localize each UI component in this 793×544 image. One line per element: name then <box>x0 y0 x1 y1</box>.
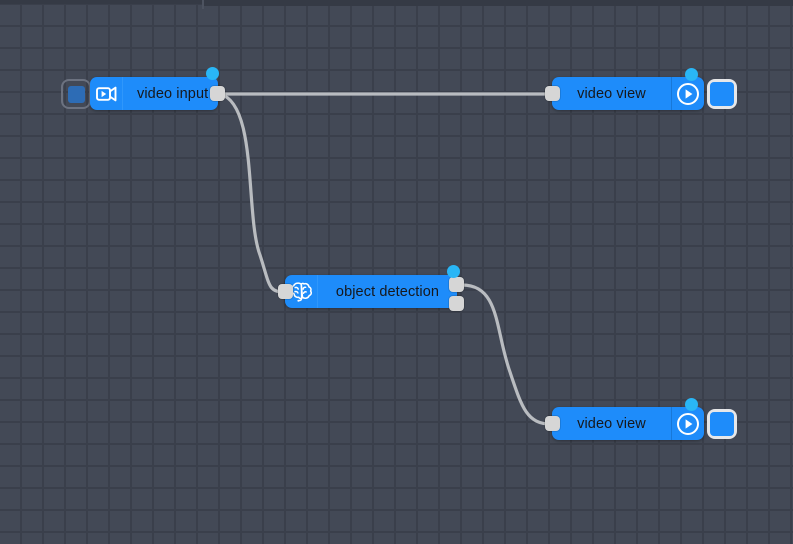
status-dot <box>685 398 698 411</box>
node-label: video view <box>577 85 646 102</box>
input-port[interactable] <box>278 284 293 299</box>
node-video-view-top[interactable]: video view <box>545 68 704 110</box>
node-label: video view <box>577 415 646 432</box>
play-circle-icon[interactable] <box>671 77 704 110</box>
output-port[interactable] <box>210 86 225 101</box>
video-camera-icon <box>90 77 123 110</box>
node-video-input[interactable]: video input <box>90 67 225 110</box>
node-object-detection[interactable]: object detection <box>278 265 464 311</box>
node-video-view-bottom[interactable]: video view <box>545 398 704 440</box>
node-label: video input <box>137 85 209 102</box>
status-dot <box>447 265 460 278</box>
play-circle-icon[interactable] <box>671 407 704 440</box>
toggle-indicator-square <box>67 85 85 103</box>
output-port-secondary[interactable] <box>449 296 464 311</box>
status-dot <box>685 68 698 81</box>
output-port-primary[interactable] <box>449 277 464 292</box>
input-port[interactable] <box>545 416 560 431</box>
node-label: object detection <box>335 283 440 300</box>
video-view-top-display-toggle[interactable] <box>707 79 737 109</box>
top-bar-divider <box>202 0 204 9</box>
toggle-indicator-square <box>710 412 734 436</box>
video-view-bottom-display-toggle[interactable] <box>707 409 737 439</box>
top-bar-right-segment <box>203 0 793 6</box>
top-bar-left-segment <box>0 0 203 4</box>
status-dot <box>206 67 219 80</box>
input-port[interactable] <box>545 86 560 101</box>
video-input-enable-toggle[interactable] <box>61 79 91 109</box>
toggle-indicator-square <box>710 82 734 106</box>
